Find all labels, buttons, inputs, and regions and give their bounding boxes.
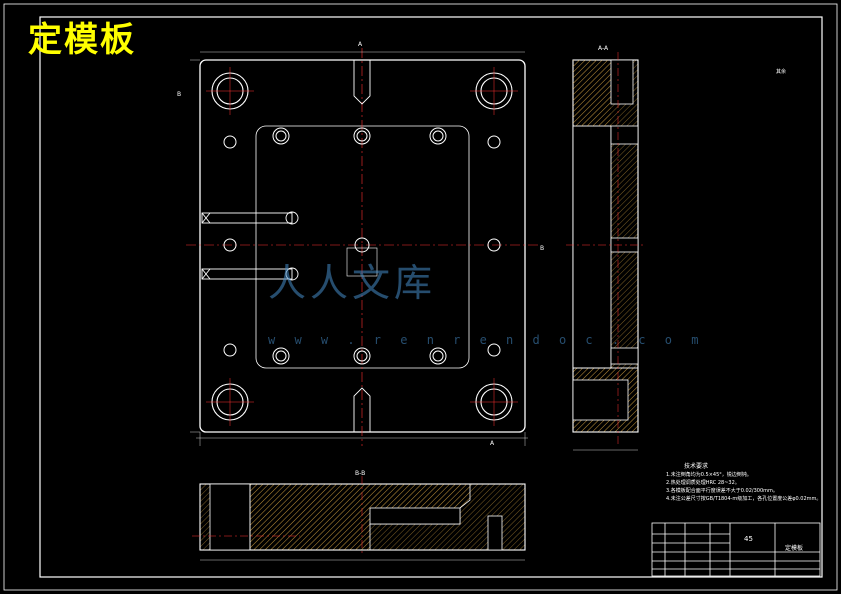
tech-req-heading: 技术要求 [684, 463, 709, 470]
plan-view [186, 48, 540, 446]
watermark-url: w w w . r e n r e n d o c . c o m [268, 333, 705, 347]
tech-req-item: 2.热处理调质处理HRC 28~32。 [666, 480, 740, 486]
drawing-title: 定模板 [28, 20, 136, 60]
section-view-bb [192, 476, 526, 561]
inner-border [39, 16, 823, 578]
title-block-part-name: 定模板 [785, 544, 803, 552]
watermark-text: 人人文库 [268, 261, 437, 305]
side-view-aa [566, 52, 646, 451]
title-block-material: 45 [744, 535, 753, 543]
section-mark-a-top: A [358, 41, 363, 48]
section-mark-a-bottom: A [490, 440, 495, 447]
section-label-aa: A-A [598, 45, 609, 52]
section-mark-b-left: B [177, 91, 181, 98]
section-label-bb: B-B [355, 470, 365, 477]
tech-req-item: 4.未注公差尺寸按GB/T1804-m级加工，各孔位置度公差φ0.02mm。 [666, 496, 822, 502]
outer-border [3, 3, 838, 591]
title-block [651, 522, 821, 577]
roughness-note: 其余 [776, 68, 786, 75]
tech-req-item: 3.各模板配合面平行度误差不大于0.02/300mm。 [666, 488, 778, 494]
tech-req-item: 1.未注倒角均为0.5×45°，锐边倒钝。 [666, 472, 752, 478]
section-mark-b-right: B [540, 245, 544, 252]
technical-requirements: 技术要求 1.未注倒角均为0.5×45°，锐边倒钝。 2.热处理调质处理HRC … [666, 463, 821, 503]
